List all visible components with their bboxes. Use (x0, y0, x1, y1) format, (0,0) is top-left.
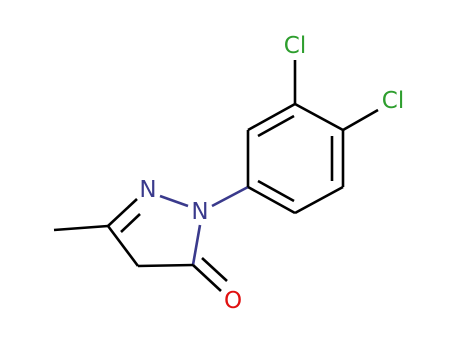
atom-o-carbonyl: O (224, 288, 242, 314)
bond-methyl (53, 224, 109, 232)
atom-cl-right: Cl (382, 88, 404, 114)
bond-ph-6b (257, 179, 295, 203)
bond-ph-3 (294, 102, 344, 132)
bond-ph-2b (257, 114, 295, 138)
bond-ph-5 (294, 185, 344, 215)
bond-c5-c4 (137, 263, 194, 268)
bond-c5-o (192, 264, 222, 292)
bond-c5-o-b (201, 257, 228, 282)
bond-c-cl2 (342, 108, 379, 132)
atom-n-substituted: N (191, 199, 208, 225)
bond-c4-c3 (106, 225, 140, 267)
atom-cl-top: Cl (284, 33, 306, 59)
bond-n1-c5 (191, 224, 202, 266)
bond-ph-6 (247, 185, 296, 215)
bond-c3-n2 (107, 198, 138, 227)
bond-n1-phenyl (211, 185, 249, 208)
atom-n-imine: N (139, 177, 156, 203)
bond-c3-n2-b (120, 213, 141, 233)
bond-ph-2 (247, 102, 296, 132)
bond-n2-n1 (159, 194, 189, 208)
